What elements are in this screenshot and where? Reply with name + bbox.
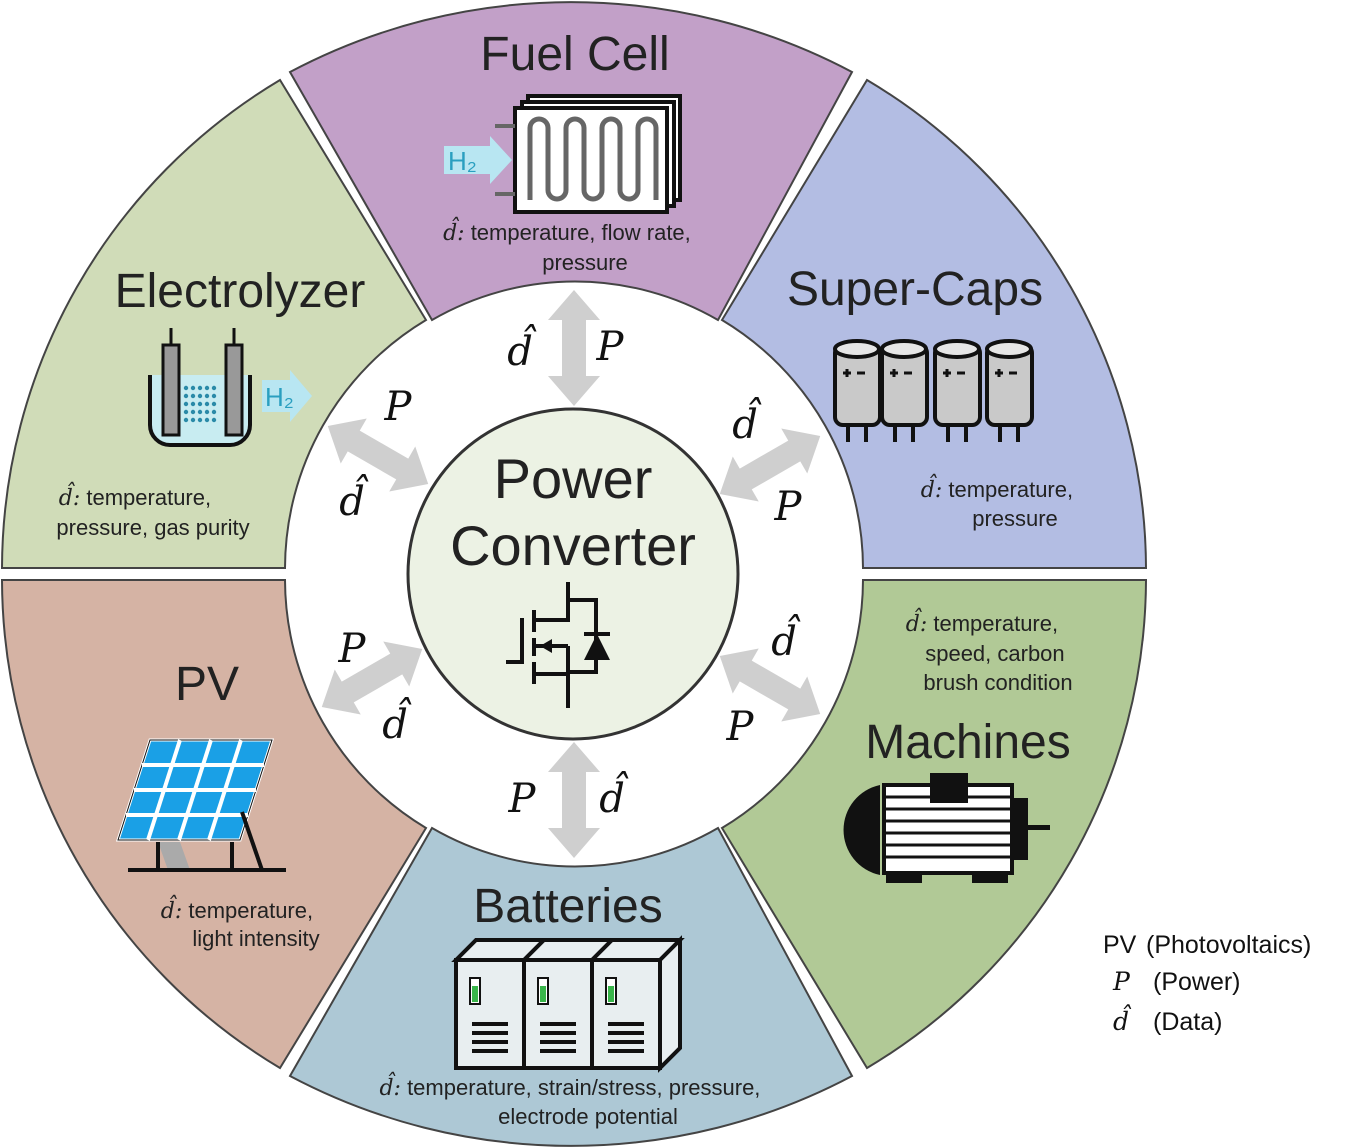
batteries-icon xyxy=(451,935,685,1073)
pv-note: d̂: temperature, light intensity xyxy=(161,895,320,951)
pv-title: PV xyxy=(175,658,239,711)
fuel-cell-note: d̂: temperature, flow rate, pressure xyxy=(443,217,697,275)
machines-title: Machines xyxy=(865,716,1070,769)
arrow-super-caps xyxy=(719,428,821,502)
mosfet-icon xyxy=(506,582,610,708)
legend-pv-text: (Photovoltaics) xyxy=(1146,931,1311,959)
arrow-label-mach-power: P xyxy=(726,704,755,750)
power-converter-circle xyxy=(406,407,740,741)
super-caps-title: Super-Caps xyxy=(787,263,1043,316)
arrow-label-batt-power: P xyxy=(508,776,537,822)
segment-electrolyzer xyxy=(2,80,426,568)
machines-note: d̂: temperature, speed, carbon brush con… xyxy=(906,608,1073,695)
fuel-cell-icon: H₂ xyxy=(444,94,682,214)
electrolyzer-title: Electrolyzer xyxy=(115,265,366,318)
arrow-label-fuel-power: P xyxy=(596,324,625,370)
arrow-label-elec-data: d̂ xyxy=(339,475,369,525)
arrow-label-mach-data: d̂ xyxy=(771,615,801,665)
arrow-electrolyzer xyxy=(327,418,429,492)
arrows xyxy=(321,290,821,858)
segment-super-caps xyxy=(722,80,1146,568)
super-caps-note: d̂: temperature, pressure xyxy=(921,474,1079,531)
arrow-label-fuel-data: d̂ xyxy=(507,325,537,375)
arrow-label-batt-data: d̂ xyxy=(599,772,629,822)
arrow-fuel-cell xyxy=(548,290,600,406)
arrow-pv xyxy=(321,641,423,715)
arrow-label-caps-power: P xyxy=(774,484,803,530)
legend-power-symbol: P xyxy=(1112,967,1131,996)
ring-outlines xyxy=(0,1,1148,1147)
fuel-cell-h2-label: H₂ xyxy=(448,146,477,176)
power-converter-title-line1: Power xyxy=(494,447,653,510)
arrow-machines xyxy=(719,648,821,722)
arrow-label-caps-data: d̂ xyxy=(732,398,762,448)
arrow-batteries xyxy=(548,742,600,858)
electrolyzer-note: d̂: temperature, pressure, gas purity xyxy=(56,482,249,540)
fuel-cell-title: Fuel Cell xyxy=(480,28,669,81)
motor-icon xyxy=(843,773,1050,883)
arrow-label-pv-power: P xyxy=(338,626,367,672)
arrow-label-pv-data: d̂ xyxy=(382,698,412,748)
pv-panel-icon xyxy=(115,738,286,872)
electrolyzer-h2-label: H₂ xyxy=(265,382,294,412)
legend-data-text: (Data) xyxy=(1153,1008,1222,1036)
power-converter-title-line2: Converter xyxy=(450,514,696,577)
electrolyzer-icon: H₂ xyxy=(148,328,312,447)
super-caps-icon xyxy=(833,339,1034,442)
batteries-note: d̂: temperature, strain/stress, pressure… xyxy=(379,1072,766,1129)
legend-data-symbol: d̂ xyxy=(1113,1005,1132,1036)
legend-power-text: (Power) xyxy=(1153,968,1241,996)
batteries-title: Batteries xyxy=(473,880,662,933)
arrow-label-elec-power: P xyxy=(384,384,413,430)
legend: PV (Photovoltaics) P (Power) d̂ (Data) xyxy=(1103,931,1311,1036)
legend-pv-symbol: PV xyxy=(1103,931,1137,959)
